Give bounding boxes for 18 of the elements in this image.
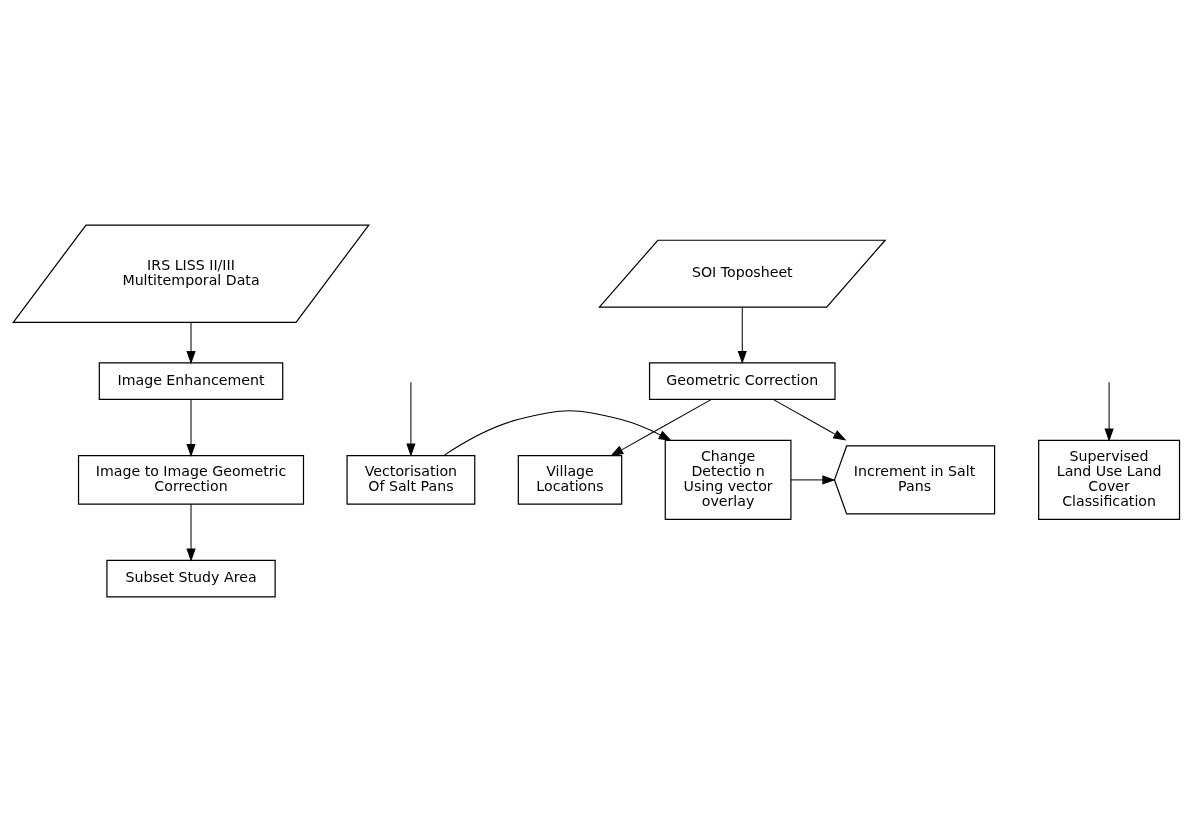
- node-box: Subset Study Area: [106, 559, 276, 598]
- arrow: [1104, 381, 1114, 442]
- node-box: Supervised Land Use Land Cover Classification: [1038, 439, 1181, 521]
- arrow: [443, 410, 672, 457]
- node-box: Village Locations: [517, 454, 623, 505]
- node-box: Image to Image Geometric Correction: [77, 454, 305, 505]
- arrow: [772, 398, 847, 441]
- node-box: Change Detectio n Using vector overlay: [664, 439, 792, 521]
- arrow: [186, 321, 196, 365]
- node-box: Vectorisation Of Salt Pans: [346, 454, 476, 505]
- arrow: [790, 475, 836, 485]
- node-box: Image Enhancement: [98, 362, 284, 400]
- arrow: [737, 306, 747, 365]
- arrow: [186, 503, 196, 562]
- arrow: [610, 398, 712, 457]
- arrow: [186, 398, 196, 458]
- node-box: Geometric Correction: [648, 362, 836, 400]
- arrow: [406, 381, 416, 457]
